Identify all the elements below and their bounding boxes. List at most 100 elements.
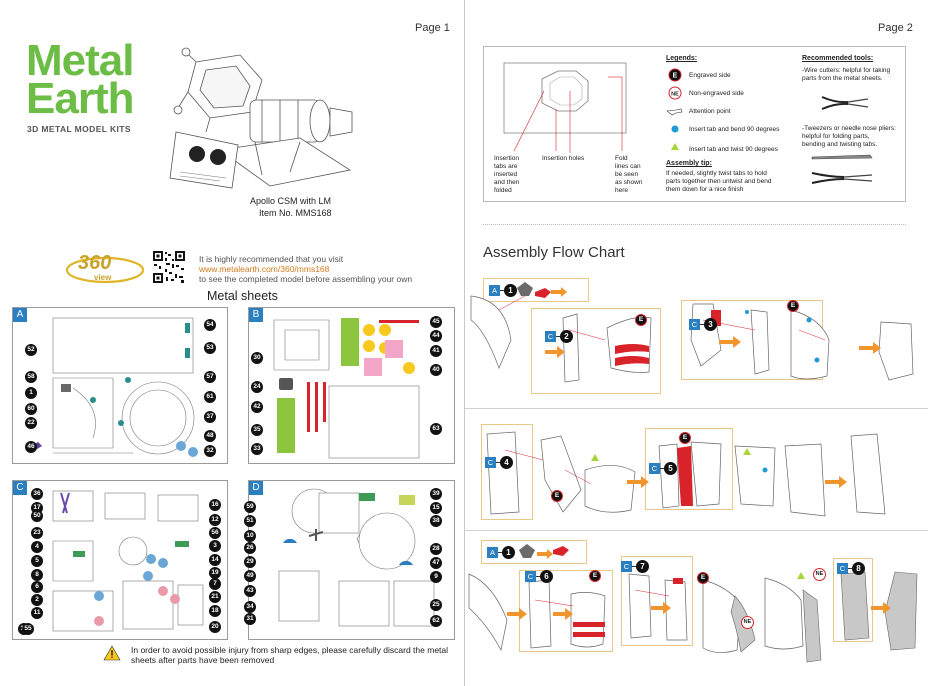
wire-cutters-text: -Wire cutters: helpful for taking parts … — [802, 67, 891, 82]
legend-box: Insertion tabs are inserted and then fol… — [483, 46, 906, 202]
engraved-mark-icon: E — [551, 490, 563, 502]
part-number-34: 34 — [244, 601, 256, 613]
part-number-42: 42 — [251, 401, 263, 413]
metal-sheets-title: Metal sheets — [207, 289, 278, 303]
sheet-b-label: B — [249, 308, 263, 322]
attention-hand-icon — [666, 108, 683, 116]
bend-dot-icon — [671, 125, 679, 133]
sheet-c-label: C — [13, 481, 27, 495]
tweezers-pliers-icon — [811, 154, 873, 184]
twist-triangle-icon — [671, 143, 679, 150]
part-number-33: 33 — [251, 443, 263, 455]
part-number-24: 24 — [251, 381, 263, 393]
part-number-50: 50 — [31, 510, 43, 522]
page-number: Page 1 — [415, 22, 450, 34]
part-number-44: 44 — [430, 330, 442, 342]
sheet-a-panel: A — [12, 307, 228, 464]
part-number-10: 10 — [244, 530, 256, 542]
legend-engraved: Engraved side — [689, 72, 731, 79]
sheet-letter: C — [621, 561, 632, 572]
part-number-51: 51 — [244, 515, 256, 527]
sheet-letter: A — [487, 547, 498, 558]
page-number: Page 2 — [878, 22, 913, 34]
warning-icon — [103, 645, 121, 661]
model-360-link[interactable]: www.metalearth.com/360/mms168 — [199, 264, 330, 274]
qr-code-icon[interactable] — [152, 250, 186, 284]
badge-dash — [498, 552, 502, 553]
logo-tagline: 3D METAL MODEL KITS — [27, 124, 131, 134]
page-divider — [464, 0, 465, 686]
part-number-3: 3 — [209, 540, 221, 552]
part-number-46: 46 — [25, 441, 37, 453]
svg-text:NE: NE — [671, 91, 679, 97]
badge-dash — [632, 566, 636, 567]
step-number: 6 — [540, 570, 553, 583]
row-separator — [465, 530, 928, 531]
part-number-59: 59 — [244, 501, 256, 513]
legend-non-engraved: Non-engraved side — [689, 90, 744, 97]
step-c7-box — [621, 556, 693, 646]
part-number-29: 29 — [244, 556, 256, 568]
part-number-54: 54 — [204, 319, 216, 331]
fold-lines-label: Fold lines can be seen as shown here — [615, 155, 643, 194]
metal-earth-logo: Metal Earth — [26, 36, 134, 123]
part-number-25: 25 — [430, 599, 442, 611]
engraved-mark-icon: E — [635, 314, 647, 326]
part-number-38: 38 — [430, 515, 442, 527]
sheet-d-panel: D — [248, 480, 455, 640]
page-1: Page 1 Metal Earth 3D METAL MODEL KITS — [12, 22, 455, 665]
360-view-badge[interactable]: 360 view — [64, 250, 146, 286]
part-number-53: 53 — [204, 342, 216, 354]
badge-dash — [556, 336, 560, 337]
part-number-57: 57 — [204, 371, 216, 383]
part-number-61: 61 — [204, 391, 216, 403]
engraved-mark-icon: E — [679, 432, 691, 444]
row-separator — [465, 408, 928, 409]
step-c4-box — [481, 424, 533, 520]
sheet-c-panel: C — [12, 480, 228, 640]
part-number-4: 4 — [31, 541, 43, 553]
step-c8-box — [833, 558, 873, 642]
part-number-39: 39 — [430, 488, 442, 500]
part-number-18: 18 — [209, 605, 221, 617]
part-number-49: 49 — [244, 570, 256, 582]
badge-dash — [700, 324, 704, 325]
sheet-b-parts — [273, 318, 420, 459]
dotted-separator — [483, 224, 906, 225]
non-engraved-mark-icon: NE — [741, 616, 754, 629]
part-number-62: 62 — [430, 615, 442, 627]
badge-dash — [848, 568, 852, 569]
step-c5-box — [645, 428, 733, 510]
assembly-flow-drawings — [468, 282, 918, 663]
part-number-9: 9 — [430, 571, 442, 583]
part-number-37: 37 — [204, 411, 216, 423]
part-number-15: 15 — [430, 502, 442, 514]
sheet-b-panel: B — [248, 307, 455, 464]
part-number-2: 2 — [31, 594, 43, 606]
sheet-letter: C — [485, 457, 496, 468]
part-number-23: 23 — [31, 527, 43, 539]
page-2: Page 2 Insertion tabs are inserted and t… — [465, 0, 928, 686]
part-number-32: 32 — [204, 445, 216, 457]
sheet-c-parts — [52, 490, 204, 632]
engraved-mark-icon: E — [589, 570, 601, 582]
assembly-tip-title: Assembly tip: — [666, 160, 712, 167]
assembly-flow-title: Assembly Flow Chart — [483, 244, 625, 261]
badge-dash — [500, 290, 504, 291]
sheet-letter: C — [837, 563, 848, 574]
item-number: Item No. MMS168 — [259, 208, 332, 218]
legend-icons: E NE — [666, 68, 683, 150]
step-a1-box-2 — [481, 540, 587, 564]
step-number: 1 — [504, 284, 517, 297]
wire-cutters-icon — [821, 96, 869, 110]
sheet-letter: C — [545, 331, 556, 342]
sheet-a-label: A — [13, 308, 27, 322]
part-number-14: 14 — [209, 554, 221, 566]
step-number: 1 — [502, 546, 515, 559]
part-number-19: 19 — [209, 567, 221, 579]
step-c2-box — [531, 308, 661, 394]
engraved-mark-icon: E — [787, 300, 799, 312]
part-number-56: 56 — [209, 527, 221, 539]
badge-dash — [660, 468, 664, 469]
part-number-28: 28 — [430, 543, 442, 555]
